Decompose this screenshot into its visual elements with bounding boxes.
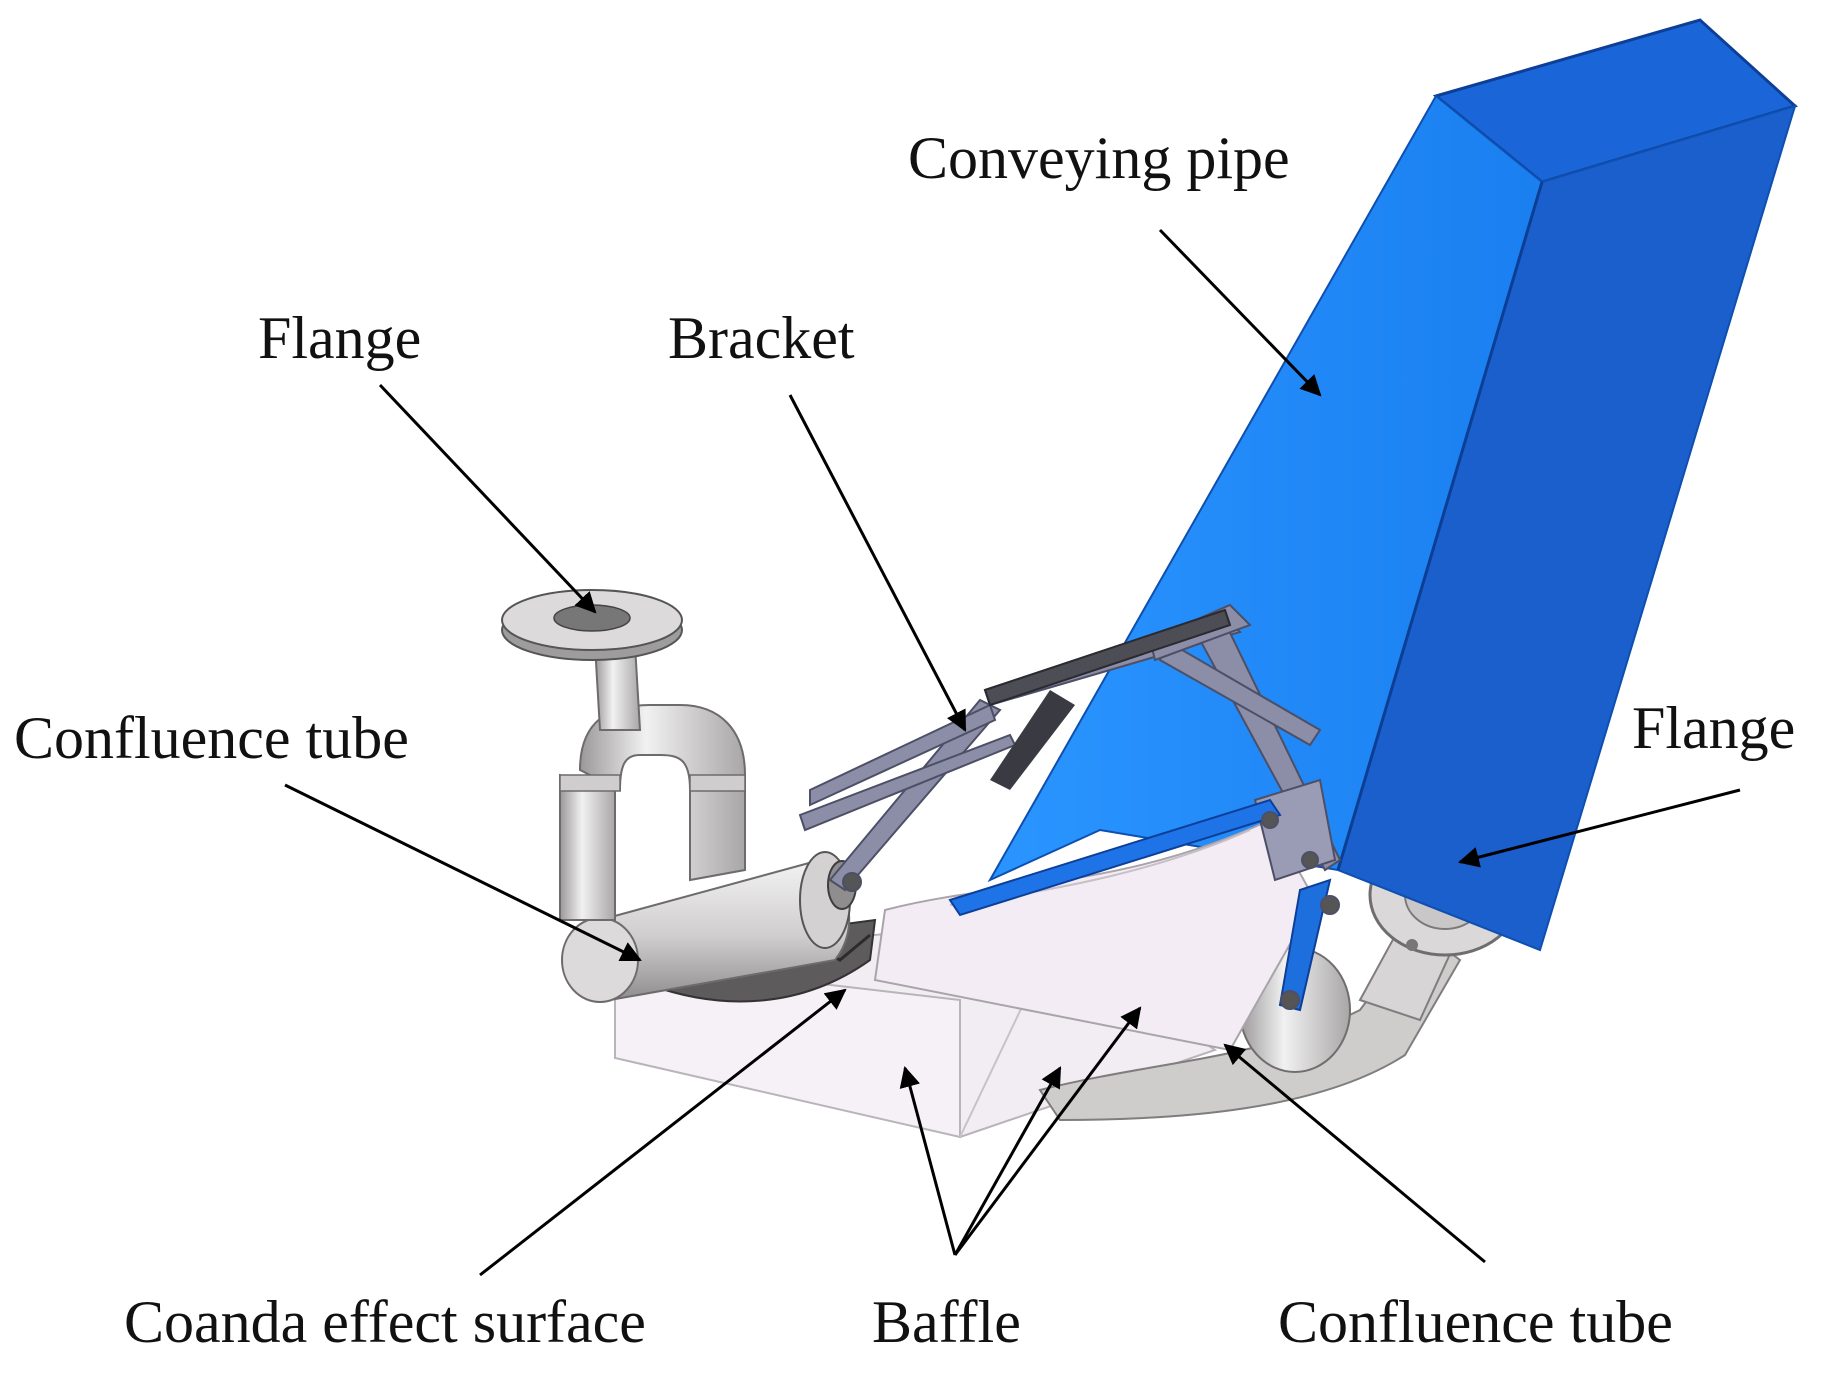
leader-conveying-pipe: [1158, 228, 1322, 397]
leader-lines: [284, 228, 1741, 1277]
label-flange-left: Flange: [258, 305, 422, 371]
conveying-pipe: [987, 18, 1798, 952]
label-bracket: Bracket: [668, 305, 855, 371]
left-u-tubes: [559, 644, 746, 921]
leader-bracket: [788, 394, 967, 732]
leader-baffle-2: [953, 1066, 1062, 1256]
leader-confluence-tube-left: [284, 783, 642, 962]
leader-baffle-1: [899, 1065, 957, 1256]
label-baffle: Baffle: [872, 1289, 1021, 1355]
leader-flange-left: [378, 383, 597, 614]
label-confluence-tube-right: Confluence tube: [1278, 1289, 1673, 1355]
label-confluence-tube-left: Confluence tube: [14, 705, 409, 771]
leader-confluence-tube-right: [1223, 1043, 1486, 1264]
leader-coanda: [479, 988, 847, 1277]
leader-baffle-3: [953, 1006, 1142, 1256]
label-flange-right: Flange: [1632, 695, 1796, 761]
label-coanda-effect-surface: Coanda effect surface: [124, 1289, 646, 1355]
left-flange: [501, 589, 683, 661]
leader-flange-right: [1457, 788, 1741, 868]
label-conveying-pipe: Conveying pipe: [908, 125, 1290, 191]
bracket-top-plate: [983, 608, 1232, 790]
